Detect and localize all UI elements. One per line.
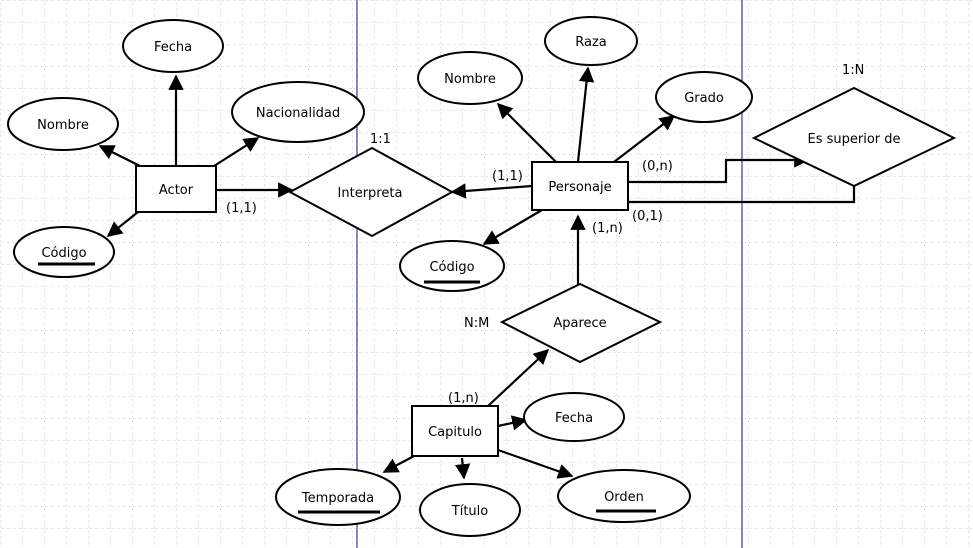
edge-personaje-superior-1[interactable] xyxy=(628,152,810,184)
edge-personaje-codigo[interactable] xyxy=(482,209,543,245)
relationship-interpreta-ratio: 1:1 xyxy=(370,132,391,147)
cardinality-actor-interpreta: (1,1) xyxy=(226,201,257,216)
relationship-es-superior-ratio: 1:N xyxy=(842,63,864,78)
relationship-aparece-label: Aparece xyxy=(553,316,606,331)
cardinality-capitulo-aparece: (1,n) xyxy=(448,391,479,406)
relationship-es-superior[interactable]: Es superior de xyxy=(751,86,957,188)
attribute-actor-codigo[interactable]: Código xyxy=(13,226,115,278)
relationship-interpreta[interactable]: Interpreta xyxy=(287,146,455,238)
cardinality-personaje-interpreta: (1,1) xyxy=(492,169,523,184)
attribute-actor-nacionalidad[interactable]: Nacionalidad xyxy=(231,81,365,143)
cardinality-personaje-aparece: (1,n) xyxy=(592,221,623,236)
attribute-personaje-grado[interactable]: Grado xyxy=(655,71,753,123)
edge-personaje-nombre[interactable] xyxy=(496,102,557,163)
attribute-capitulo-temporada[interactable]: Temporada xyxy=(275,468,401,526)
entity-capitulo[interactable]: Capitulo xyxy=(411,405,499,457)
edge-personaje-interpreta[interactable] xyxy=(450,183,533,199)
attribute-label: Nacionalidad xyxy=(256,106,340,121)
relationship-es-superior-label: Es superior de xyxy=(807,132,900,147)
attribute-personaje-nombre[interactable]: Nombre xyxy=(417,51,523,105)
attribute-label: Código xyxy=(429,260,474,275)
attribute-label: Raza xyxy=(575,35,607,50)
edge-personaje-raza[interactable] xyxy=(576,66,595,163)
attribute-personaje-raza[interactable]: Raza xyxy=(544,16,638,66)
relationship-aparece-ratio: N:M xyxy=(464,316,489,331)
edge-capitulo-aparece[interactable] xyxy=(487,348,550,407)
attribute-label: Nombre xyxy=(37,118,89,133)
edge-capitulo-orden[interactable] xyxy=(497,448,574,479)
attribute-label: Título xyxy=(451,504,489,519)
attribute-capitulo-fecha[interactable]: Fecha xyxy=(523,392,625,442)
attribute-capitulo-orden[interactable]: Orden xyxy=(557,469,691,523)
entity-personaje[interactable]: Personaje xyxy=(531,161,629,211)
edge-capitulo-fecha[interactable] xyxy=(497,415,528,431)
attribute-personaje-codigo[interactable]: Código xyxy=(399,240,505,292)
relationship-interpreta-label: Interpreta xyxy=(338,186,403,201)
cardinality-personaje-superior-1: (0,n) xyxy=(642,159,673,174)
relationship-aparece[interactable]: Aparece xyxy=(499,282,663,364)
attribute-label: Fecha xyxy=(154,40,192,55)
edge-actor-nacionalidad[interactable] xyxy=(213,137,260,167)
entity-actor-label: Actor xyxy=(159,183,194,198)
entity-capitulo-label: Capitulo xyxy=(428,425,482,440)
attribute-label: Grado xyxy=(684,91,724,106)
attribute-label: Código xyxy=(41,246,86,261)
entity-actor[interactable]: Actor xyxy=(135,165,217,213)
entity-personaje-label: Personaje xyxy=(548,180,611,195)
attribute-actor-fecha[interactable]: Fecha xyxy=(122,19,224,73)
edge-personaje-grado[interactable] xyxy=(613,115,676,163)
edge-capitulo-temporada[interactable] xyxy=(382,455,415,473)
attribute-actor-nombre[interactable]: Nombre xyxy=(7,97,119,151)
edge-actor-nombre[interactable] xyxy=(98,145,141,167)
attribute-label: Temporada xyxy=(301,491,374,506)
attribute-label: Fecha xyxy=(555,411,593,426)
attribute-label: Orden xyxy=(604,490,644,505)
edge-actor-codigo[interactable] xyxy=(106,211,139,237)
attribute-capitulo-titulo[interactable]: Título xyxy=(419,483,521,537)
edge-capitulo-titulo[interactable] xyxy=(454,457,471,480)
cardinality-personaje-superior-2: (0,1) xyxy=(632,209,663,224)
attribute-label: Nombre xyxy=(444,72,496,87)
edges xyxy=(98,66,856,480)
